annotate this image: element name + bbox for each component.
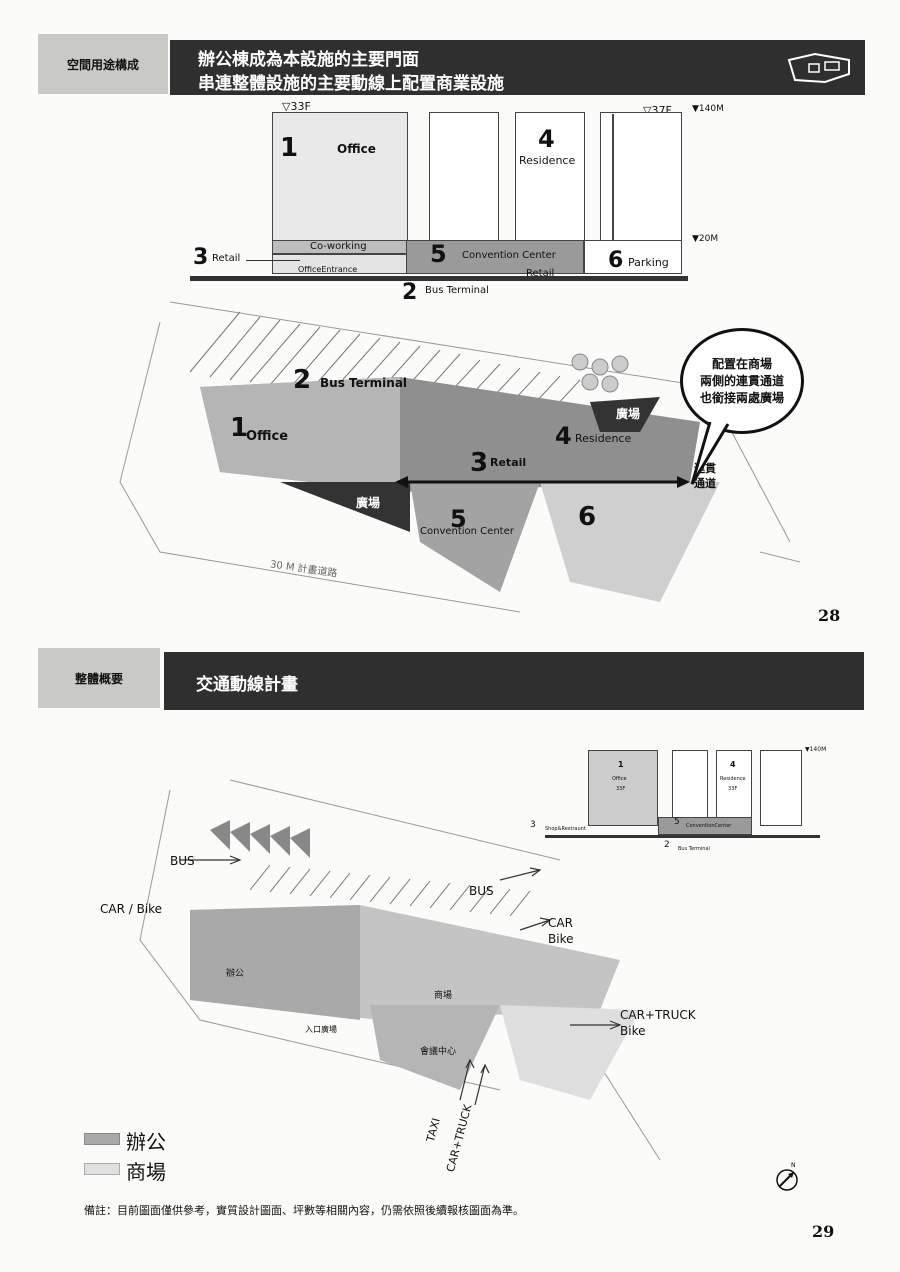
parking-block (584, 240, 682, 274)
flow-car-truck-right: CAR+TRUCK (620, 1008, 696, 1022)
parking-label: Parking (628, 256, 669, 269)
plaza-upper-label: 廣場 (616, 407, 641, 421)
residence-label: Residence (519, 154, 576, 167)
plan-retail-label: Retail (490, 456, 527, 469)
site-plan-28-drawing (119, 301, 801, 613)
floor-label-33f: ▽33F (282, 100, 311, 113)
tower-c-inner (612, 114, 614, 242)
mini-ground-line (545, 835, 820, 838)
mini-convention-label: ConventionCenter (686, 823, 732, 829)
convention-label: Convention Center (462, 250, 556, 261)
coworking-label: Co-working (310, 241, 367, 252)
mini-office-floor: 33F (616, 786, 626, 792)
mini-retail-number: 3 (530, 820, 536, 830)
plan-convention-number: 5 (450, 505, 467, 533)
residence-number: 4 (538, 125, 555, 153)
flow-car-right: CAR (548, 916, 573, 930)
mini-office-label: Office (612, 776, 627, 782)
site-outline-icon (787, 52, 850, 84)
residence-tower (515, 112, 585, 242)
convention-number: 5 (430, 240, 447, 268)
mini-residence-label: Residence (720, 776, 746, 782)
flow-bike-right-2: Bike (620, 1024, 646, 1038)
legend-office-swatch (84, 1133, 120, 1145)
callout-line-3: 也銜接兩處廣場 (699, 390, 784, 405)
tower-a (429, 112, 499, 242)
bus-label-elevation: Bus Terminal (425, 285, 489, 296)
legend-office-label: 辦公 (126, 1130, 166, 1154)
footnote: 備註：目前圖面僅供參考，實質設計圖面、坪數等相關內容，仍需依照後續報核圖面為準。 (84, 1204, 524, 1217)
site-plan-29-drawing (139, 779, 661, 1161)
height-label-20m: ▼20M (692, 234, 719, 244)
office-tower (272, 112, 408, 242)
legend-mall-label: 商場 (126, 1160, 166, 1184)
north-arrow-icon: N (776, 1162, 798, 1191)
passage-label-2: 通道 (694, 477, 716, 490)
flow-bus-top: BUS (170, 854, 195, 868)
plan-label-convention: 會議中心 (420, 1047, 457, 1057)
svg-text:N: N (791, 1162, 796, 1169)
title-line-2: 串連整體設施的主要動線上配置商業設施 (198, 74, 504, 94)
mini-office-number: 1 (618, 760, 624, 769)
mini-retail-label: Shop&Restraunt (545, 826, 586, 832)
mini-convention-number: 5 (674, 817, 680, 827)
plan-retail-number: 3 (470, 448, 489, 478)
flow-bus-right: BUS (469, 884, 494, 898)
section-tag-29: 整體概要 (38, 648, 160, 708)
mini-office-tower (588, 750, 658, 826)
office-number: 1 (280, 133, 299, 163)
flow-bike-right: Bike (548, 932, 574, 946)
mini-residence-number: 4 (730, 760, 736, 769)
title-29: 交通動線計畫 (196, 675, 298, 695)
callout-bubble: 配置在商場 兩側的連貫通道 也銜接兩處廣場 (680, 328, 804, 434)
ground-line (190, 276, 688, 281)
plan-residence-number: 4 (555, 422, 572, 450)
mini-residence-floor: 33F (728, 786, 738, 792)
section-title-bar-29: 交通動線計畫 (164, 652, 864, 710)
office-entrance-label: OfficeEntrance (298, 265, 358, 274)
page-number-29: 29 (812, 1222, 835, 1241)
plan-parking-number: 6 (578, 502, 597, 532)
plan-residence-label: Residence (575, 432, 632, 445)
site-plan-29 (80, 760, 760, 1161)
title-line-1: 辦公棟成為本設施的主要門面 (198, 50, 419, 70)
plan-office-number: 1 (230, 413, 249, 443)
flow-car-bike-left: CAR / Bike (100, 902, 163, 916)
height-label-140m: ▼140M (692, 104, 724, 114)
legend-mall-swatch (84, 1163, 120, 1175)
retail-label: Retail (212, 253, 241, 264)
mini-bus-label: Bus Terminal (678, 846, 710, 852)
site-plan-28 (100, 282, 801, 632)
convention-band (406, 240, 584, 274)
retail-leader-line (246, 260, 300, 261)
plan-label-mall: 商場 (434, 991, 453, 1001)
section-title-bar: 辦公棟成為本設施的主要門面 串連整體設施的主要動線上配置商業設施 (170, 40, 865, 95)
office-label: Office (337, 142, 376, 156)
page-number-28: 28 (818, 606, 841, 625)
callout-line-1: 配置在商場 (711, 356, 772, 371)
bus-number-elevation: 2 (402, 280, 418, 305)
parking-number: 6 (608, 248, 624, 273)
plan-office-label: Office (246, 429, 289, 444)
plan-bus-number: 2 (293, 365, 312, 395)
mini-convention-band (658, 817, 752, 835)
mini-tower-c (760, 750, 802, 826)
plan-label-plaza-entrance: 入口廣場 (305, 1025, 337, 1034)
plan-label-office: 辦公 (226, 969, 245, 979)
plan-bus-label: Bus Terminal (320, 376, 408, 390)
mini-height-label: ▼140M (805, 746, 827, 753)
callout-pointer (690, 421, 730, 485)
mini-bus-number: 2 (664, 840, 670, 850)
callout-line-2: 兩側的連貫通道 (699, 373, 784, 388)
section-tag: 空間用途構成 (38, 34, 168, 94)
retail-number: 3 (193, 245, 209, 270)
plaza-lower-label: 廣場 (356, 496, 381, 510)
retail-strip-label: Retail (526, 268, 555, 279)
plan-convention-label: Convention Center (420, 526, 514, 537)
